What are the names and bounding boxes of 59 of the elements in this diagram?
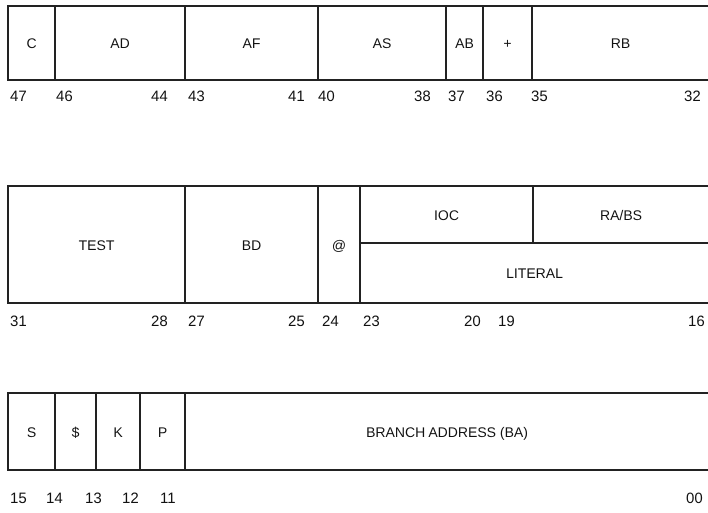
bit-number: 35 <box>531 88 548 105</box>
bit-number: 44 <box>151 88 168 105</box>
field-name: C <box>26 35 37 51</box>
bit-field-box <box>7 5 56 81</box>
field-name: @ <box>332 236 346 252</box>
field-name: LITERAL <box>506 265 563 281</box>
field-name: IOC <box>434 206 459 222</box>
field-name: BD <box>242 236 262 252</box>
field-name: AF <box>242 35 260 51</box>
field-name: K <box>113 424 123 440</box>
field-name: AB <box>455 35 474 51</box>
bit-number: 40 <box>318 88 335 105</box>
bit-number: 31 <box>10 313 27 330</box>
bit-number: 27 <box>188 313 205 330</box>
field-name: $ <box>72 424 80 440</box>
bit-field-box <box>445 5 484 81</box>
bit-number: 24 <box>322 313 339 330</box>
field-name: + <box>503 35 512 51</box>
bit-field-box <box>184 5 319 81</box>
bit-field-box <box>7 185 186 304</box>
bit-number: 41 <box>288 88 305 105</box>
bit-field-box <box>54 392 97 471</box>
field-name: RB <box>610 35 630 51</box>
bit-number: 38 <box>414 88 431 105</box>
bit-field-box <box>184 185 319 304</box>
bit-field-box <box>317 5 447 81</box>
bit-number: 00 <box>686 490 703 507</box>
bit-field-box <box>139 392 186 471</box>
bit-number: 14 <box>46 490 63 507</box>
bit-number: 23 <box>363 313 380 330</box>
bit-field-box <box>317 185 361 304</box>
bit-number: 11 <box>160 490 176 507</box>
bit-number: 19 <box>498 313 515 330</box>
field-name: S <box>26 424 36 440</box>
field-name: P <box>158 424 168 440</box>
bit-field-box <box>482 5 533 81</box>
bit-number: 15 <box>10 490 27 507</box>
bit-number: 20 <box>464 313 481 330</box>
bit-number: 43 <box>188 88 205 105</box>
bit-number: 32 <box>684 88 701 105</box>
field-name: AS <box>372 35 392 51</box>
bit-field-box <box>95 392 141 471</box>
bit-number: 28 <box>151 313 168 330</box>
bit-field-box <box>54 5 186 81</box>
bit-field-box <box>7 392 56 471</box>
bit-number: 47 <box>10 88 27 105</box>
bit-number: 12 <box>122 490 139 507</box>
bit-field-box <box>531 5 708 81</box>
bit-number: 46 <box>56 88 73 105</box>
bit-number: 25 <box>288 313 305 330</box>
bit-number: 36 <box>486 88 503 105</box>
bit-number: 37 <box>448 88 465 105</box>
field-name: BRANCH ADDRESS (BA) <box>366 424 528 440</box>
bit-field-box <box>184 392 708 471</box>
field-name: RA/BS <box>600 206 642 222</box>
bit-number: 13 <box>85 490 102 507</box>
field-name: TEST <box>78 236 114 252</box>
bit-number: 16 <box>688 313 705 330</box>
field-name: AD <box>110 35 130 51</box>
